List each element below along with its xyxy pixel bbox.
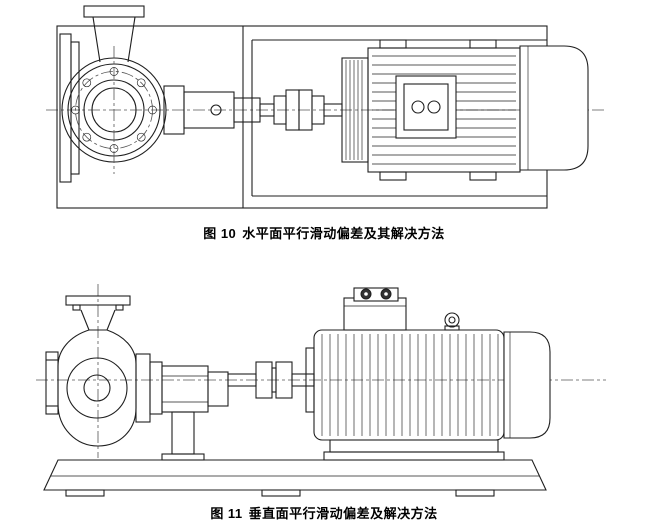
suction-flange <box>65 295 131 331</box>
figure-10-drawing <box>46 5 606 209</box>
figure-11-title: 垂直面平行滑动偏差及解决方法 <box>248 506 438 521</box>
figure-10-title: 水平面平行滑动偏差及其解决方法 <box>242 226 445 241</box>
figure-10-label: 图 10 <box>203 226 237 241</box>
fan-cover <box>519 45 589 171</box>
motor-side-view <box>305 287 551 461</box>
motor-plan-view <box>341 39 589 181</box>
pump-plan-view <box>59 5 275 183</box>
pump-side-view <box>45 295 257 461</box>
baseplate-side-view <box>43 459 547 497</box>
figure-10: 图 10 水平面平行滑动偏差及其解决方法 <box>0 0 648 240</box>
junction-box <box>395 75 457 139</box>
terminal-box <box>343 287 407 331</box>
figure-11-drawing <box>36 284 606 497</box>
discharge-flange <box>45 351 59 415</box>
bearing-frame <box>135 353 257 423</box>
bearing-frame <box>163 85 275 135</box>
figure-11-caption: 图 11 垂直面平行滑动偏差及解决方法 <box>0 507 648 520</box>
coupling-side-view <box>255 361 315 399</box>
eyebolt <box>444 312 460 331</box>
figure-11: 图 11 垂直面平行滑动偏差及解决方法 <box>0 248 648 520</box>
pump-support-foot <box>161 411 205 461</box>
fan-cover <box>503 331 551 439</box>
discharge-flange <box>83 5 145 63</box>
figure-11-label: 图 11 <box>210 506 243 521</box>
baseplate-plan-view <box>56 25 548 209</box>
figure-10-caption: 图 10 水平面平行滑动偏差及其解决方法 <box>0 227 648 240</box>
